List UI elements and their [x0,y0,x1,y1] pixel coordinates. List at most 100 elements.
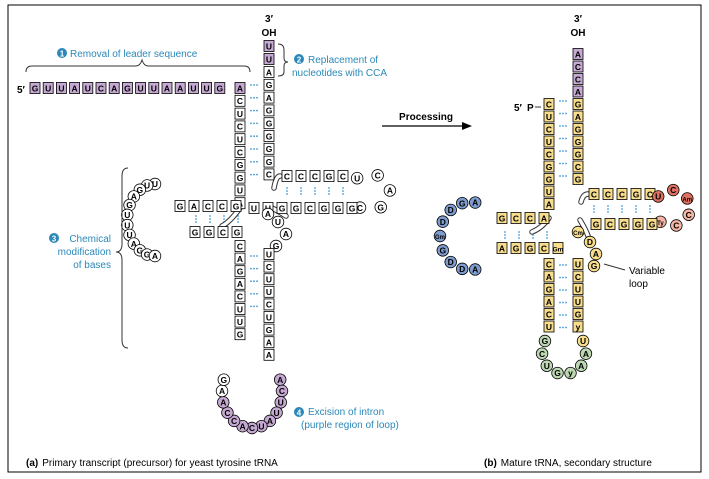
svg-text:U: U [58,83,64,93]
a-dloop-nt-4: G [123,198,136,212]
svg-text:U: U [575,284,581,294]
svg-text:G: G [527,243,534,253]
base-pair-dots [250,280,258,283]
a-acc5-nt-5: C [234,146,246,158]
b-acc5-nt-2: C [543,123,555,135]
removal-label: Removal of leader sequence [70,49,198,60]
svg-text:U: U [274,408,280,418]
svg-text:G: G [237,173,244,183]
svg-text:G: G [266,80,273,90]
base-pair-dots [250,173,258,176]
svg-text:A: A [283,229,289,239]
svg-text:C: C [546,259,552,269]
chemical-label-line1: Chemical [69,234,111,245]
base-pair-dots [559,326,567,329]
svg-text:A: A [575,112,581,122]
b-tloop-nt-2: Am [681,192,694,205]
caption-a: (a)Primary transcript (precursor) for ye… [26,458,278,469]
svg-text:C: C [647,189,653,199]
svg-text:U: U [546,137,552,147]
label-5prime-b: 5′ [514,103,523,114]
b-d5-nt-2: C [510,212,522,224]
a-intron-nt-0: A [273,373,287,386]
svg-text:A: A [239,421,245,431]
a-acc3-nt-4: G [263,117,275,130]
svg-text:U: U [655,192,661,202]
a-3tail-nt-1: U [263,53,275,65]
a-intron-nt-11: A [215,384,229,398]
b-d3-nt-0: A [496,242,508,254]
a-leader-nt-9: U [148,82,160,94]
label-oh-a: OH [262,28,277,39]
svg-text:D: D [448,205,454,215]
a-acc3-nt-7: G [263,155,275,168]
svg-text:G: G [459,198,466,208]
a-t5-nt-3: G [323,170,335,182]
svg-text:C: C [237,292,243,302]
a-ac5-nt-5: U [234,303,246,315]
b-acc3-nt-1: C [572,60,584,73]
svg-text:A: A [575,49,581,59]
step-1-badge [57,48,67,58]
base-pair-dots [250,109,258,112]
svg-text:C: C [619,189,625,199]
svg-text:G: G [635,219,642,229]
b-ac5-nt-3: A [543,295,555,308]
svg-text:G: G [273,241,280,251]
svg-text:G: G [293,203,300,213]
a-ac3-nt-6: G [263,323,275,336]
modification-bracket [115,167,129,349]
step-2-number: 2 [297,56,302,65]
svg-text:U: U [266,54,272,64]
a-d5-nt-2: C [202,200,214,212]
a-acc5-nt-0: A [234,82,246,94]
b-acloop-nt-0: U [576,334,590,348]
svg-text:G: G [266,106,273,116]
step-2-badge [294,54,304,64]
b-var-nt-1: A [589,247,603,261]
a-intron-nt-12: G [217,373,231,386]
svg-text:A: A [237,254,243,264]
base-pair-dots [559,125,567,127]
svg-text:A: A [593,249,599,259]
a-leader-nt-3: A [69,82,80,94]
svg-text:A: A [266,93,272,103]
a-var-nt-1: U [271,215,285,229]
b-acc3-nt-0: A [572,48,584,60]
b-acc5-nt-4: C [543,148,555,160]
b-t5-nt-0: C [588,188,600,200]
svg-text:G: G [137,245,144,255]
svg-text:A: A [546,297,552,307]
b-tloop-nt-1: C [667,183,680,197]
b-dloop-nt-2: D [444,203,457,217]
base-pair-dots [250,292,258,295]
a-ac3-nt-3: U [263,285,275,298]
svg-text:G: G [575,174,582,184]
a-var-nt-2: A [279,227,293,241]
b-d3-nt-2: G [524,242,536,254]
b-acc5-nt-3: U [543,135,555,148]
a-leader-nt-8: U [135,82,147,94]
b-ac5-nt-2: G [543,283,555,295]
step-4-number: 4 [297,409,302,418]
svg-text:U: U [546,322,552,332]
leader-bracket [25,58,251,73]
step-3-badge [49,233,59,243]
svg-text:C: C [605,189,611,199]
svg-text:U: U [258,421,264,431]
b-t3-nt-1: G [632,218,644,230]
a-d5-nt-4: G [174,200,186,212]
svg-text:U: U [354,173,360,183]
a-acc5-nt-4: U [234,133,246,146]
a-leader-nt-14: G [214,82,226,94]
base-pair-dots [559,301,567,304]
base-pair-dots [250,255,258,257]
svg-text:C: C [231,416,237,426]
a-acc5-nt-2: U [234,107,246,120]
b-acc3-nt-5: A [572,110,584,123]
base-pair-dots [250,96,258,99]
a-ac5-nt-0: C [234,240,246,252]
svg-text:Am: Am [682,198,692,204]
b-acloop-nt-3: y [564,366,577,380]
svg-text:A: A [472,265,478,275]
